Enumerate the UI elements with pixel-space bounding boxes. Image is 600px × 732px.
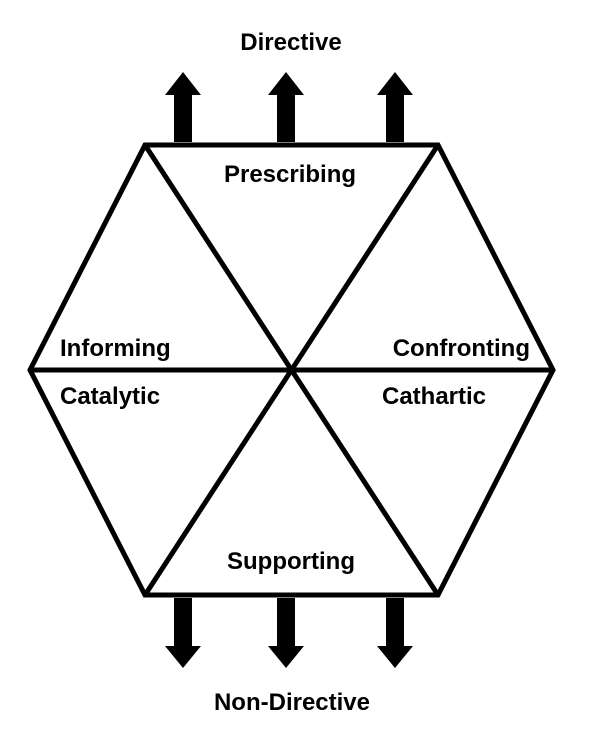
directive-label: Directive — [240, 29, 341, 56]
segment-label-catalytic: Catalytic — [60, 383, 160, 410]
hexagon-dividers — [30, 143, 553, 597]
segment-label-cathartic: Cathartic — [382, 383, 486, 410]
down-arrow-icon-center — [268, 598, 304, 668]
up-arrows — [165, 72, 413, 142]
up-arrow-icon-center — [268, 72, 304, 142]
down-arrow-icon-right — [377, 598, 413, 668]
segment-label-confronting: Confronting — [393, 335, 530, 362]
up-arrow-icon-right — [377, 72, 413, 142]
segment-label-prescribing: Prescribing — [224, 161, 356, 188]
down-arrows — [165, 598, 413, 668]
segment-label-informing: Informing — [60, 335, 171, 362]
divider-diagonal-b — [142, 143, 441, 597]
segment-label-supporting: Supporting — [227, 548, 355, 575]
down-arrow-icon-left — [165, 598, 201, 668]
non-directive-label: Non-Directive — [214, 689, 370, 716]
up-arrow-icon-left — [165, 72, 201, 142]
